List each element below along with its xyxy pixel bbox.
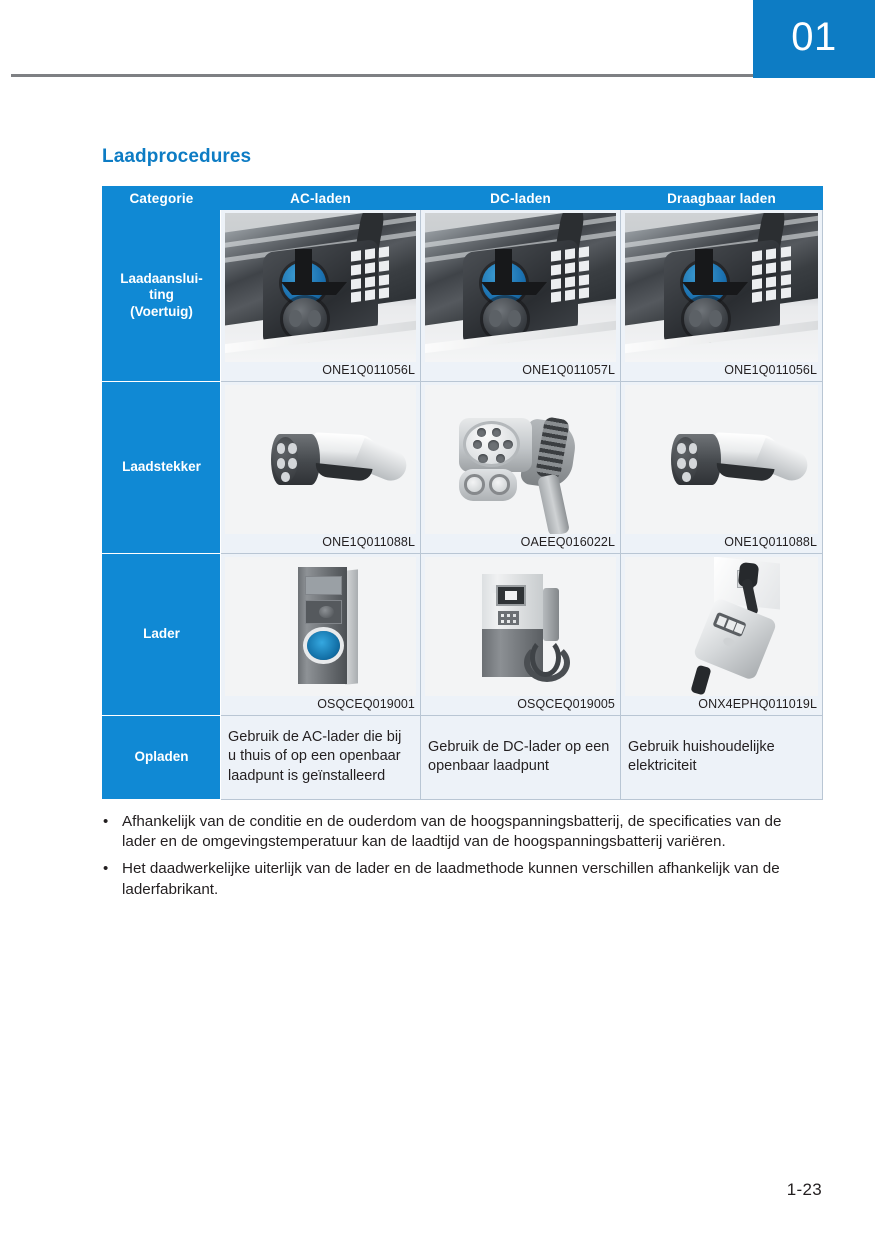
cell-port-ac: ONE1Q011056L — [220, 209, 421, 382]
cell-plug-dc: OAEEQ016022L — [420, 381, 621, 554]
table-row: Laadstekker — [102, 381, 823, 554]
row-label-line: (Voertuig) — [130, 303, 193, 319]
dc-ccs-combo-connector-image — [425, 385, 616, 535]
row-label-opladen: Opladen — [102, 715, 221, 800]
cell-charge-ac: Gebruik de AC-lader die bij u thuis of o… — [220, 715, 421, 800]
cell-charge-portable: Gebruik huishoudelijke elektriciteit — [620, 715, 823, 800]
notes-list: • Afhankelijk van de conditie en de oude… — [100, 812, 800, 907]
portable-charger-cable-image — [625, 557, 818, 697]
cell-charger-portable: ONX4EPHQ011019L — [620, 553, 823, 716]
image-caption: OAEEQ016022L — [520, 535, 615, 550]
image-caption: ONE1Q011088L — [322, 535, 415, 550]
ac-type2-connector-image — [625, 385, 818, 535]
chapter-tab: 01 — [753, 0, 875, 78]
row-label-laadstekker: Laadstekker — [102, 381, 221, 554]
page-number: 1-23 — [786, 1180, 822, 1199]
cell-text: Gebruik de DC-lader op een openbaar laad… — [428, 738, 610, 774]
table-row: Opladen Gebruik de AC-lader die bij u th… — [102, 715, 823, 800]
note-text: Het daadwerkelijke uiterlijk van de lade… — [122, 860, 780, 898]
cell-port-portable: ONE1Q011056L — [620, 209, 823, 382]
bullet-icon: • — [103, 813, 109, 830]
table-row: Laadaanslui- ting (Voertuig) — [102, 209, 823, 382]
arrow-down-icon — [281, 248, 348, 295]
cell-plug-ac: ONE1Q011088L — [220, 381, 421, 554]
charging-procedures-table-wrapper: Categorie AC-laden DC-laden Draagbaar la… — [102, 186, 823, 800]
arrow-down-icon — [681, 248, 750, 295]
image-caption: OSQCEQ019005 — [517, 697, 615, 712]
table-header-row: Categorie AC-laden DC-laden Draagbaar la… — [102, 186, 823, 210]
vehicle-charging-port-dc-image — [425, 213, 616, 363]
column-header-ac-laden: AC-laden — [220, 186, 421, 210]
image-caption: ONX4EPHQ011019L — [698, 697, 817, 712]
ac-type2-connector-image — [225, 385, 416, 535]
cell-text: Gebruik huishoudelijke elektriciteit — [628, 738, 775, 774]
cell-charger-ac: OSQCEQ019001 — [220, 553, 421, 716]
charging-procedures-table: Categorie AC-laden DC-laden Draagbaar la… — [102, 186, 823, 800]
list-item: • Afhankelijk van de conditie en de oude… — [100, 812, 800, 852]
bullet-icon: • — [103, 860, 109, 878]
cell-charge-dc: Gebruik de DC-lader op een openbaar laad… — [420, 715, 621, 800]
header-divider — [11, 74, 753, 77]
table-row: Lader — [102, 553, 823, 716]
note-text: Afhankelijk van de conditie en de ouderd… — [122, 813, 782, 851]
cell-charger-dc: OSQCEQ019005 — [420, 553, 621, 716]
row-label-laadaansluiting: Laadaanslui- ting (Voertuig) — [102, 209, 221, 382]
page-title: Laadprocedures — [102, 146, 252, 167]
row-label-line: Laadaanslui- — [120, 270, 203, 286]
list-item: • Het daadwerkelijke uiterlijk van de la… — [100, 859, 800, 899]
chapter-number: 01 — [791, 15, 837, 59]
vehicle-charging-port-portable-image — [625, 213, 818, 363]
column-header-draagbaar-laden: Draagbaar laden — [620, 186, 823, 210]
cell-text: Gebruik de AC-lader die bij u thuis of o… — [228, 729, 402, 784]
column-header-categorie: Categorie — [102, 186, 221, 210]
image-caption: ONE1Q011088L — [724, 535, 817, 550]
cell-port-dc: ONE1Q011057L — [420, 209, 621, 382]
vehicle-charging-port-ac-image — [225, 213, 416, 363]
ac-wallbox-charger-image — [225, 557, 416, 697]
column-header-dc-laden: DC-laden — [420, 186, 621, 210]
arrow-down-icon — [481, 248, 548, 295]
row-label-lader: Lader — [102, 553, 221, 716]
image-caption: ONE1Q011056L — [322, 363, 415, 378]
cell-plug-portable: ONE1Q011088L — [620, 381, 823, 554]
row-label-line: ting — [149, 287, 174, 303]
image-caption: ONE1Q011056L — [724, 363, 817, 378]
dc-fast-charging-station-image — [425, 557, 616, 697]
image-caption: ONE1Q011057L — [522, 363, 615, 378]
image-caption: OSQCEQ019001 — [317, 697, 415, 712]
